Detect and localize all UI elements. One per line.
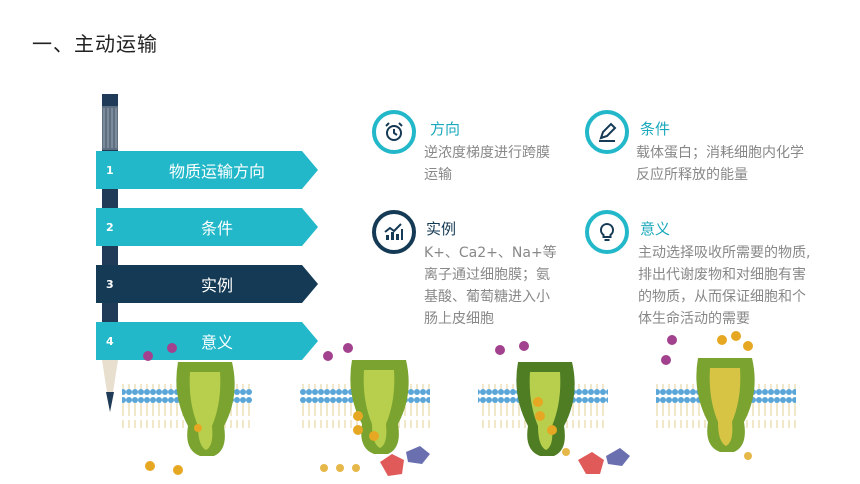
direction-text-line: 逆浓度梯度进行跨膜 [424, 145, 550, 161]
tab-condition-number: 2 [106, 220, 114, 234]
significance-text-line: 主动选择吸收所需要的物质, [638, 245, 811, 261]
condition-text-line: 载体蛋白；消耗细胞内化学 [636, 145, 804, 161]
transport-panel-3 [478, 341, 630, 474]
example-text-line: 基酸、葡萄糖进入小 [424, 289, 550, 305]
significance-text-line: 的物质，从而保证细胞和个 [638, 289, 806, 305]
condition-heading: 条件 [640, 120, 671, 138]
slide-title: 一、主动运输 [32, 32, 158, 56]
significance-heading: 意义 [640, 220, 671, 238]
transport-panel-4 [656, 331, 796, 460]
transport-panel-2 [300, 343, 430, 476]
significance-text-line: 体生命活动的需要 [638, 311, 750, 327]
tab-example-shape [96, 265, 318, 303]
transport-panel-1 [122, 343, 252, 475]
tab-direction-number: 1 [106, 163, 114, 177]
example-text-line: K+、Ca2+、Na+等 [424, 245, 557, 261]
tab-direction-shape [96, 151, 318, 189]
direction-text: 逆浓度梯度进行跨膜 运输 [424, 142, 550, 186]
tab-direction-label: 物质运输方向 [168, 162, 265, 181]
significance-text-line: 排出代谢废物和对细胞有害 [638, 267, 806, 283]
condition-text: 载体蛋白；消耗细胞内化学 反应所释放的能量 [636, 142, 804, 186]
tab-example-number: 3 [106, 277, 114, 291]
example-text-line: 肠上皮细胞 [424, 311, 494, 327]
tab-significance-number: 4 [106, 334, 114, 348]
example-heading: 实例 [426, 220, 457, 238]
direction-heading: 方向 [430, 120, 461, 138]
tab-condition-shape [96, 208, 318, 246]
growth-chart-icon [372, 210, 416, 254]
tab-example-label: 实例 [200, 276, 233, 295]
direction-text-line: 运输 [424, 167, 452, 183]
condition-text-line: 反应所释放的能量 [636, 167, 748, 183]
example-text-line: 离子通过细胞膜；氨 [424, 267, 550, 283]
tab-significance-shape [96, 322, 318, 360]
example-text: K+、Ca2+、Na+等 离子通过细胞膜；氨 基酸、葡萄糖进入小 肠上皮细胞 [424, 242, 557, 330]
alarm-clock-icon [372, 110, 416, 154]
pen-edit-icon [585, 110, 629, 154]
tab-significance-label: 意义 [200, 333, 233, 352]
tab-condition-label: 条件 [200, 219, 233, 238]
significance-text: 主动选择吸收所需要的物质, 排出代谢废物和对细胞有害 的物质，从而保证细胞和个 … [638, 242, 810, 330]
lightbulb-icon [585, 210, 629, 254]
